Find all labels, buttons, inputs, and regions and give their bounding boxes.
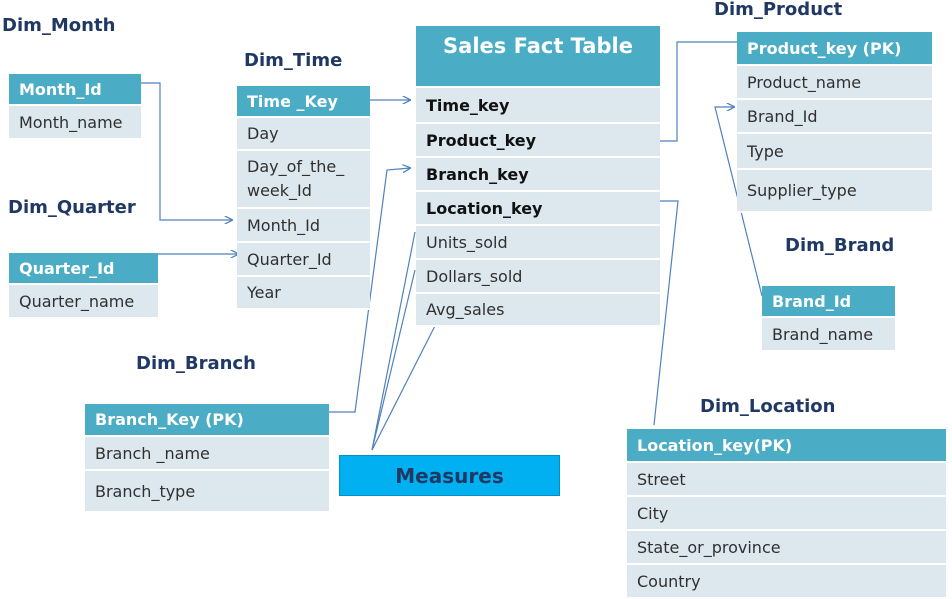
dim-quarter-table: Quarter_Id Quarter_name (9, 253, 158, 319)
dim-location-table: Location_key(PK) Street City State_or_pr… (627, 429, 946, 599)
title-dim-branch: Dim_Branch (136, 353, 256, 374)
sales-row-branch-key: Branch_key (416, 158, 660, 192)
time-row-quarter-id: Quarter_Id (237, 243, 370, 277)
sales-row-avg-sales: Avg_sales (416, 294, 660, 327)
sales-fact-table: Sales Fact Table Time_key Product_key Br… (416, 26, 660, 327)
location-header: Location_key(PK) (627, 429, 946, 463)
time-header: Time _Key (237, 86, 370, 118)
sales-row-dollars-sold: Dollars_sold (416, 260, 660, 294)
sales-row-product-key: Product_key (416, 124, 660, 158)
title-dim-month: Dim_Month (2, 15, 116, 36)
month-header: Month_Id (9, 74, 141, 106)
location-row-street: Street (627, 463, 946, 497)
product-row-supplier-type: Supplier_type (737, 170, 932, 213)
dim-time-table: Time _Key Day Day_of_the_ week_Id Month_… (237, 86, 370, 310)
time-row-day-of-week: Day_of_the_ week_Id (237, 151, 370, 209)
title-dim-time: Dim_Time (244, 50, 343, 71)
link-product-sales (652, 41, 737, 141)
sales-fact-title: Sales Fact Table (416, 26, 660, 88)
product-row-name: Product_name (737, 66, 932, 100)
location-row-city: City (627, 497, 946, 531)
title-dim-brand: Dim_Brand (785, 235, 895, 256)
link-measures-avg (371, 315, 441, 451)
month-row-name: Month_name (9, 106, 141, 140)
measures-box: Measures (339, 455, 560, 496)
sales-row-units-sold: Units_sold (416, 226, 660, 260)
quarter-header: Quarter_Id (9, 253, 158, 285)
sales-row-location-key: Location_key (416, 192, 660, 226)
branch-header: Branch_Key (PK) (85, 404, 329, 437)
time-row-month-id: Month_Id (237, 209, 370, 243)
dim-branch-table: Branch_Key (PK) Branch _name Branch_type (85, 404, 329, 513)
location-row-state: State_or_province (627, 531, 946, 565)
title-dim-quarter: Dim_Quarter (8, 197, 136, 218)
dim-product-table: Product_key (PK) Product_name Brand_Id T… (737, 32, 932, 213)
product-row-brand-id: Brand_Id (737, 100, 932, 134)
link-measures-units (371, 231, 416, 451)
sales-row-time-key: Time_key (416, 88, 660, 124)
time-row-year: Year (237, 277, 370, 310)
time-row-day: Day (237, 118, 370, 151)
brand-row-name: Brand_name (762, 318, 895, 352)
quarter-row-name: Quarter_name (9, 285, 158, 319)
link-measures-dollars (371, 269, 416, 451)
branch-row-type: Branch_type (85, 471, 329, 513)
link-month-time (141, 82, 232, 220)
location-row-country: Country (627, 565, 946, 599)
product-row-type: Type (737, 134, 932, 170)
product-header: Product_key (PK) (737, 32, 932, 66)
dim-month-table: Month_Id Month_name (9, 74, 141, 140)
branch-row-name: Branch _name (85, 437, 329, 471)
dim-brand-table: Brand_Id Brand_name (762, 286, 895, 352)
title-dim-location: Dim_Location (700, 396, 836, 417)
brand-header: Brand_Id (762, 286, 895, 318)
title-dim-product: Dim_Product (714, 0, 843, 20)
